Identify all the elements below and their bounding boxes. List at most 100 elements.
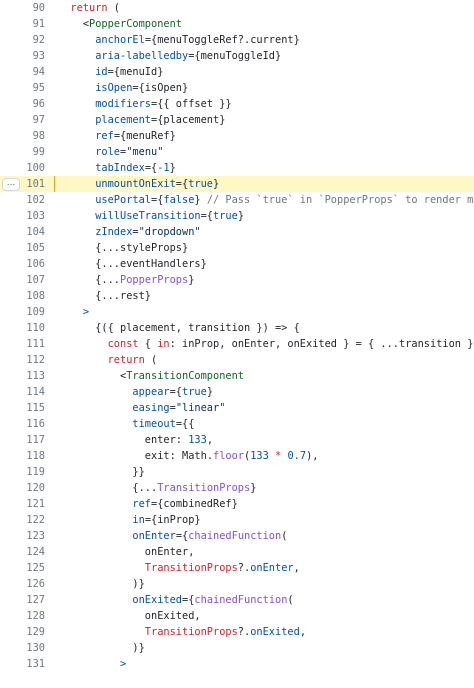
line-number[interactable]: 117 (26, 434, 45, 446)
line-number[interactable]: 104 (26, 226, 45, 238)
line-number[interactable]: 120 (26, 482, 45, 494)
code-token: onExited (250, 626, 300, 638)
line-number[interactable]: 109 (26, 306, 45, 318)
code-token: onExited (132, 594, 183, 606)
line-number[interactable]: 101 (26, 178, 45, 190)
code-text: ref={combinedRef} (58, 496, 237, 512)
line-number[interactable]: 110 (26, 322, 45, 334)
code-token: role (95, 146, 121, 158)
line-number[interactable]: 105 (26, 242, 45, 254)
code-token: 133 (250, 450, 269, 462)
code-line-106: 106 {...eventHandlers} (0, 256, 474, 272)
code-line-113: 113 <TransitionComponent (0, 368, 474, 384)
code-token: TransitionProps (157, 482, 251, 494)
line-number[interactable]: 106 (26, 258, 45, 270)
line-number[interactable]: 107 (26, 274, 45, 286)
line-number[interactable]: 123 (26, 530, 45, 542)
line-number[interactable]: 121 (26, 498, 45, 510)
line-number[interactable]: 99 (32, 146, 45, 158)
code-line-124: 124 onEnter, (0, 544, 474, 560)
line-number[interactable]: 119 (26, 466, 45, 478)
line-number[interactable]: 93 (32, 50, 45, 62)
line-number[interactable]: 125 (26, 562, 45, 574)
code-token: ={menuToggleId} (188, 50, 282, 62)
line-number[interactable]: 90 (32, 2, 45, 14)
line-number[interactable]: 116 (26, 418, 45, 430)
code-token: < (120, 370, 127, 382)
code-token: false (163, 194, 195, 206)
line-number[interactable]: 129 (26, 626, 45, 638)
code-token: unmountOnExit (95, 178, 176, 190)
code-token: ={ (144, 162, 158, 174)
line-number[interactable]: 115 (26, 402, 45, 414)
code-token: // Pass `true` in `PopperProps` to rende… (206, 194, 474, 206)
code-text: tabIndex={-1} (58, 160, 176, 176)
code-token: {...rest} (95, 290, 151, 302)
code-text: willUseTransition={true} (58, 208, 244, 224)
code-token: placement (95, 114, 151, 126)
code-token: , (206, 434, 214, 446)
code-token: ( (244, 450, 251, 462)
code-token: Math (182, 450, 207, 462)
code-token: ={inProp} (144, 514, 201, 526)
code-token: in (157, 338, 170, 350)
code-token: }} (132, 466, 145, 478)
line-number[interactable]: 118 (26, 450, 45, 462)
line-number[interactable]: 131 (26, 658, 45, 670)
code-text: modifiers={{ offset }} (58, 96, 231, 112)
code-text: isOpen={isOpen} (58, 80, 188, 96)
line-number[interactable]: 111 (26, 338, 45, 350)
code-text: timeout={{ (58, 416, 194, 432)
code-token: "menu" (126, 146, 164, 158)
code-token: ref (95, 130, 114, 142)
code-text: in={inProp} (58, 512, 201, 528)
code-line-101: ...101 unmountOnExit={true} (0, 176, 474, 192)
code-text: ref={menuRef} (58, 128, 176, 144)
code-token: zIndex (95, 226, 133, 238)
line-number[interactable]: 127 (26, 594, 45, 606)
code-token: } (194, 194, 207, 206)
code-text: <TransitionComponent (58, 368, 244, 384)
code-token: "dropdown" (138, 226, 201, 238)
code-text: {({ placement, transition }) => { (58, 320, 300, 336)
code-token: enter (144, 434, 176, 446)
code-token: ?. (237, 562, 251, 574)
code-token: * (268, 450, 288, 462)
line-number[interactable]: 96 (32, 98, 45, 110)
line-number[interactable]: 95 (32, 82, 45, 94)
line-number[interactable]: 114 (26, 386, 45, 398)
line-number[interactable]: 103 (26, 210, 45, 222)
line-number[interactable]: 98 (32, 130, 45, 142)
line-number[interactable]: 128 (26, 610, 45, 622)
code-text: onExited, (58, 608, 201, 624)
line-number[interactable]: 91 (32, 18, 45, 30)
line-number[interactable]: 130 (26, 642, 45, 654)
line-number[interactable]: 122 (26, 514, 45, 526)
line-number[interactable]: 108 (26, 290, 45, 302)
code-token: ( (287, 594, 294, 606)
code-text: {...styleProps} (58, 240, 188, 256)
line-number[interactable]: 100 (26, 162, 45, 174)
line-options-button[interactable]: ... (2, 178, 20, 191)
code-token: , (299, 626, 307, 638)
line-number[interactable]: 97 (32, 114, 45, 126)
line-number[interactable]: 94 (32, 66, 45, 78)
code-token: floor (213, 450, 245, 462)
line-number[interactable]: 126 (26, 578, 45, 590)
code-token: 133 (188, 434, 207, 446)
code-line-110: 110 {({ placement, transition }) => { (0, 320, 474, 336)
line-number[interactable]: 112 (26, 354, 45, 366)
code-text: onEnter, (58, 544, 195, 560)
line-number[interactable]: 102 (26, 194, 45, 206)
line-number[interactable]: 124 (26, 546, 45, 558)
code-token: {({ placement, transition }) => { (95, 322, 300, 334)
code-text: )} (58, 640, 144, 656)
line-number[interactable]: 113 (26, 370, 45, 382)
code-token: ={ (175, 530, 189, 542)
code-token: , (293, 562, 300, 574)
code-token: "linear" (175, 402, 226, 414)
code-token: {... (132, 482, 158, 494)
code-token: { (138, 338, 158, 350)
line-number[interactable]: 92 (32, 34, 45, 46)
